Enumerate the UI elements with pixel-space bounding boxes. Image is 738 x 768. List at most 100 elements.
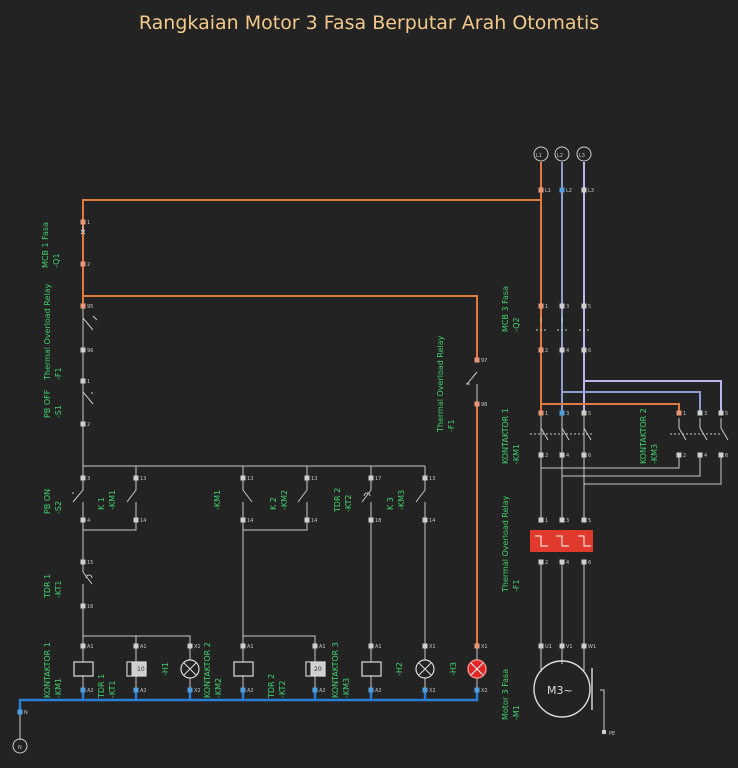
tdr1-contact [82, 562, 93, 606]
label-pb-on: PB ON-S2 [43, 489, 63, 514]
neutral-bus [18, 690, 479, 712]
terminal-point [581, 303, 587, 309]
terminal-number: L2 [566, 188, 572, 194]
terminal-point [474, 687, 480, 693]
terminal-point [80, 643, 86, 649]
terminal-number: 13 [247, 476, 253, 482]
terminal-point [133, 643, 139, 649]
terminal-number: X2 [194, 688, 201, 694]
motor-m1: M3~ [533, 660, 593, 718]
terminal-l1: L1 [536, 153, 542, 159]
label-k2: K 2-KM2 [269, 490, 289, 510]
terminal-number: L3 [588, 188, 594, 194]
tdr2-contact [361, 478, 372, 520]
terminal-point [559, 559, 565, 565]
wire-k2-feed-l2 [562, 391, 701, 413]
label-tdr1: TDR 1-KT1 [97, 674, 117, 699]
terminal-number: 4 [566, 453, 569, 459]
label-km1-nc: -KM1 [213, 490, 222, 510]
terminal-number: A2 [319, 688, 326, 694]
terminal-point [312, 687, 318, 693]
wire-k2-feed-l1 [541, 403, 680, 413]
terminal-point [80, 475, 86, 481]
label-k1: K 1-KM1 [97, 490, 117, 510]
terminal-point [368, 643, 374, 649]
tdr1-value: 10 [137, 666, 145, 673]
label-tdr1-contact: TDR 1-KT1 [43, 574, 63, 599]
terminal-number: 3 [704, 411, 707, 417]
terminal-point [422, 643, 428, 649]
label-pb-off: PB OFF-S1 [43, 389, 63, 418]
terminal-point [697, 452, 703, 458]
terminal-point [80, 378, 86, 384]
terminal-number: 1 [87, 379, 90, 385]
terminal-point [368, 517, 374, 523]
label-mcb3: MCB 3 Fasa-Q2 [501, 286, 521, 332]
terminal-point [80, 559, 86, 565]
terminal-number: 2 [87, 422, 90, 428]
terminal-number: X1 [429, 644, 436, 650]
label-kontaktor-1: KONTAKTOR 1-KM1 [43, 642, 63, 698]
terminal-point [80, 261, 86, 267]
terminal-number: 2 [545, 348, 548, 354]
label-power-tor: Thermal Overload Relay-F1 [501, 495, 521, 593]
terminal-number: 5 [588, 518, 591, 524]
terminal-point [304, 517, 310, 523]
terminal-point [559, 452, 565, 458]
terminal-point [422, 475, 428, 481]
terminal-point [581, 187, 587, 193]
terminal-l3: L3 [579, 153, 585, 159]
terminal-number: 1 [683, 411, 686, 417]
terminal-number: A1 [87, 644, 94, 650]
label-power-kontaktor-2: KONTAKTOR 2-KM3 [639, 408, 659, 464]
terminal-number: 4 [704, 453, 707, 459]
terminal-point [676, 410, 682, 416]
tor-aux-contact [466, 371, 478, 404]
terminal-point [80, 219, 86, 225]
terminal-point [474, 401, 480, 407]
terminal-point [581, 410, 587, 416]
terminal-point [559, 347, 565, 353]
terminal-number: 14 [429, 518, 435, 524]
terminal-number: 2 [545, 453, 548, 459]
terminal-number: 3 [566, 411, 569, 417]
label-mcb1: MCB 1 Fasa-Q1 [41, 222, 61, 268]
label-kontaktor-3: KONTAKTOR 3-KM3 [331, 642, 351, 698]
lamp-h3 [467, 659, 487, 679]
terminal-number: 14 [140, 518, 146, 524]
k1-aux [126, 478, 137, 520]
terminal-point [581, 559, 587, 565]
terminal-number: 6 [588, 348, 591, 354]
terminal-point [538, 452, 544, 458]
terminal-point [559, 303, 565, 309]
lamp-h1 [180, 659, 200, 679]
terminal-point [240, 643, 246, 649]
label-power-kontaktor-1: KONTAKTOR 1-KM1 [501, 408, 521, 464]
k2-aux [297, 478, 308, 520]
terminal-number: 95 [87, 304, 93, 310]
terminal-number: 4 [566, 560, 569, 566]
terminal-point [538, 410, 544, 416]
terminal-number: 13 [140, 476, 146, 482]
terminal-number: 18 [375, 518, 381, 524]
terminal-number: 6 [588, 560, 591, 566]
terminal-number: 2 [683, 453, 686, 459]
wire-l1-control-top [82, 199, 541, 222]
terminal-number: 14 [311, 518, 317, 524]
terminal-point [559, 517, 565, 523]
terminal-number: 14 [247, 518, 253, 524]
terminal-number: A1 [319, 644, 326, 650]
lamp-h2 [415, 659, 435, 679]
terminal-point [80, 421, 86, 427]
terminal-number: 2 [545, 560, 548, 566]
terminal-point [581, 643, 587, 649]
terminal-number: U1 [545, 644, 552, 650]
terminal-number: A1 [140, 644, 147, 650]
terminal-number: A2 [247, 688, 254, 694]
terminal-point [240, 517, 246, 523]
terminal-number: 5 [588, 304, 591, 310]
terminal-number: A2 [140, 688, 147, 694]
pb-off [82, 386, 94, 424]
terminal-point [17, 709, 23, 715]
